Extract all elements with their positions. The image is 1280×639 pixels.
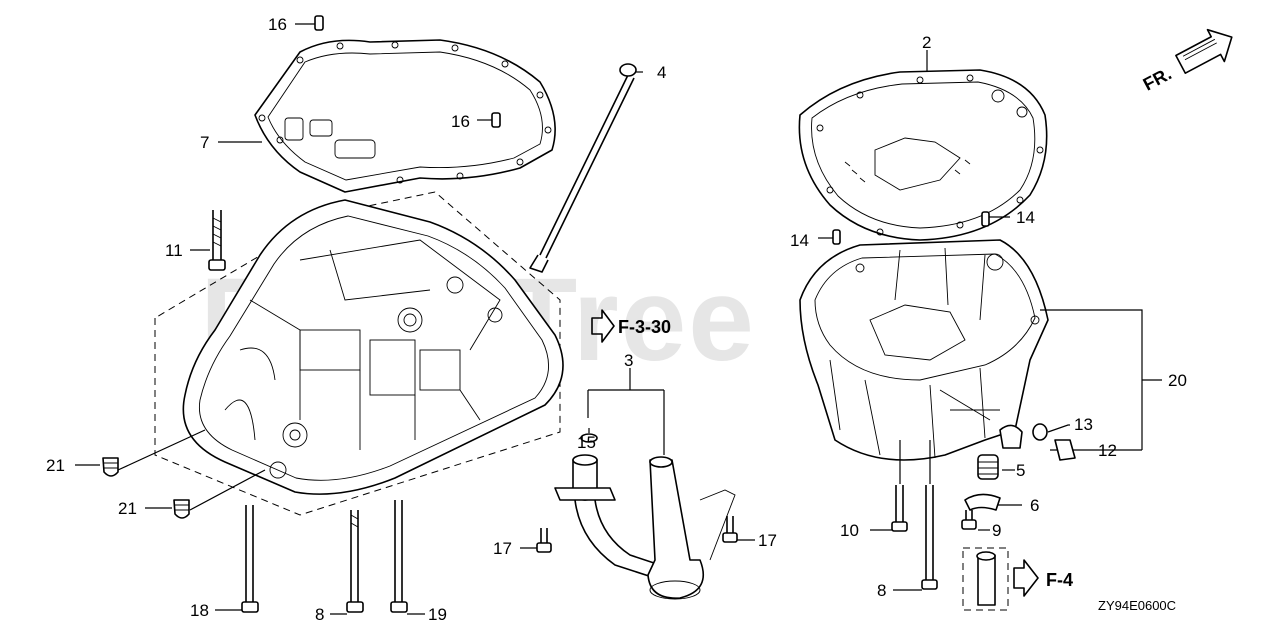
callout-4[interactable]: 4 [657,63,666,82]
callout-7[interactable]: 7 [200,133,209,152]
bolt-8a[interactable] [346,510,364,613]
callout-16-mid[interactable]: 16 [451,112,470,131]
dowel-pin-16a[interactable] [314,15,324,31]
cap-5[interactable] [977,454,999,480]
bolt-9[interactable] [961,510,977,530]
ref-arrow-f4 [1013,559,1039,597]
dipstick-4[interactable] [529,63,637,273]
dowel-pin-14b[interactable] [981,211,990,227]
callout-2[interactable]: 2 [922,33,931,52]
callout-15[interactable]: 15 [577,433,596,452]
callout-6[interactable]: 6 [1030,496,1039,515]
callout-14-left[interactable]: 14 [790,231,809,250]
bolt-8b[interactable] [921,485,938,590]
dowel-pin-14a[interactable] [832,229,841,245]
reference-f-4[interactable]: F-4 [1046,570,1073,590]
bolt-21a[interactable] [102,457,119,477]
front-direction-arrow: FR. [1140,28,1233,95]
oil-case-left[interactable] [154,191,564,516]
callout-11[interactable]: 11 [165,241,183,260]
callout-8-left[interactable]: 8 [315,605,324,624]
front-direction-label: FR. [1140,63,1175,94]
callout-9[interactable]: 9 [992,521,1001,540]
o-ring-15[interactable] [580,433,598,443]
reference-f-3-30[interactable]: F-3-30 [618,317,671,337]
bolt-17b[interactable] [722,516,738,543]
callout-5[interactable]: 5 [1016,461,1025,480]
callout-21-lower[interactable]: 21 [118,499,137,518]
oil-strainer[interactable] [554,454,736,600]
bolt-18[interactable] [241,505,259,613]
bolt-19[interactable] [390,500,408,613]
callout-12[interactable]: 12 [1098,441,1117,460]
ref-arrow-f330 [591,309,615,343]
bolt-11[interactable] [208,210,226,271]
callout-10[interactable]: 10 [840,521,859,540]
bolt-10[interactable] [891,485,908,532]
callout-19[interactable]: 19 [428,605,447,624]
callout-8-right[interactable]: 8 [877,581,886,600]
drain-plug-12[interactable] [1054,439,1076,461]
callout-17-right[interactable]: 17 [758,531,777,550]
bolt-21b[interactable] [173,499,190,519]
bolt-17a[interactable] [536,528,552,553]
callout-14-right[interactable]: 14 [1016,208,1035,227]
diagram-code: ZY94E0600C [1098,598,1176,613]
gasket-2[interactable] [798,69,1048,241]
callout-18[interactable]: 18 [190,601,209,620]
oil-pan-20[interactable] [799,239,1049,461]
clip-6[interactable] [964,493,1001,511]
callout-3[interactable]: 3 [624,351,633,370]
callout-20[interactable]: 20 [1168,371,1187,390]
callout-13[interactable]: 13 [1074,415,1093,434]
gasket-7[interactable] [254,39,556,193]
callout-16-top[interactable]: 16 [268,15,287,34]
callout-17-left[interactable]: 17 [493,539,512,558]
washer-13[interactable] [1032,423,1048,441]
callout-21-left[interactable]: 21 [46,456,65,475]
ref-part-f4 [962,547,1009,611]
dowel-pin-16b[interactable] [491,112,501,128]
